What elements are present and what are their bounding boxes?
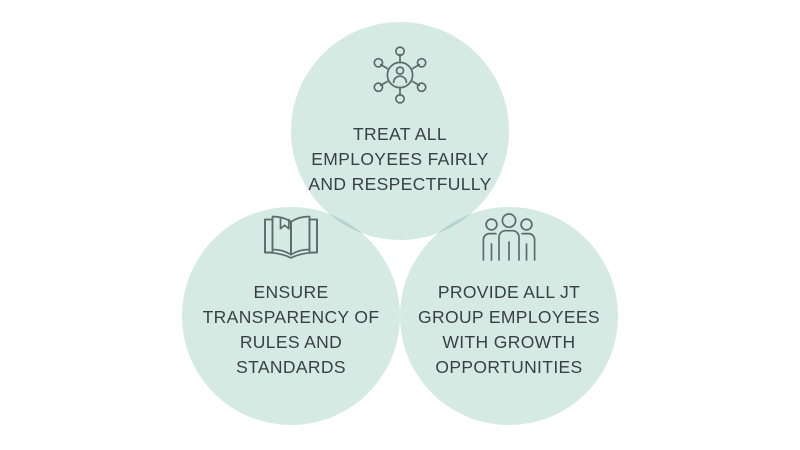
three-people-icon bbox=[478, 208, 540, 264]
venn-section-top[interactable]: TREAT ALL EMPLOYEES FAIRLY AND RESPECTFU… bbox=[275, 42, 525, 197]
venn-label-top: TREAT ALL EMPLOYEES FAIRLY AND RESPECTFU… bbox=[308, 124, 492, 194]
network-people-icon bbox=[367, 42, 433, 108]
open-book-icon bbox=[260, 208, 322, 264]
venn-section-bottom-right[interactable]: PROVIDE ALL JT GROUP EMPLOYEES WITH GROW… bbox=[384, 208, 634, 379]
venn-label-bottom-left: ENSURE TRANSPARENCY OF RULES AND STANDAR… bbox=[202, 282, 380, 377]
venn-section-bottom-left[interactable]: ENSURE TRANSPARENCY OF RULES AND STANDAR… bbox=[166, 208, 416, 379]
venn-label-bottom-right: PROVIDE ALL JT GROUP EMPLOYEES WITH GROW… bbox=[418, 282, 600, 377]
